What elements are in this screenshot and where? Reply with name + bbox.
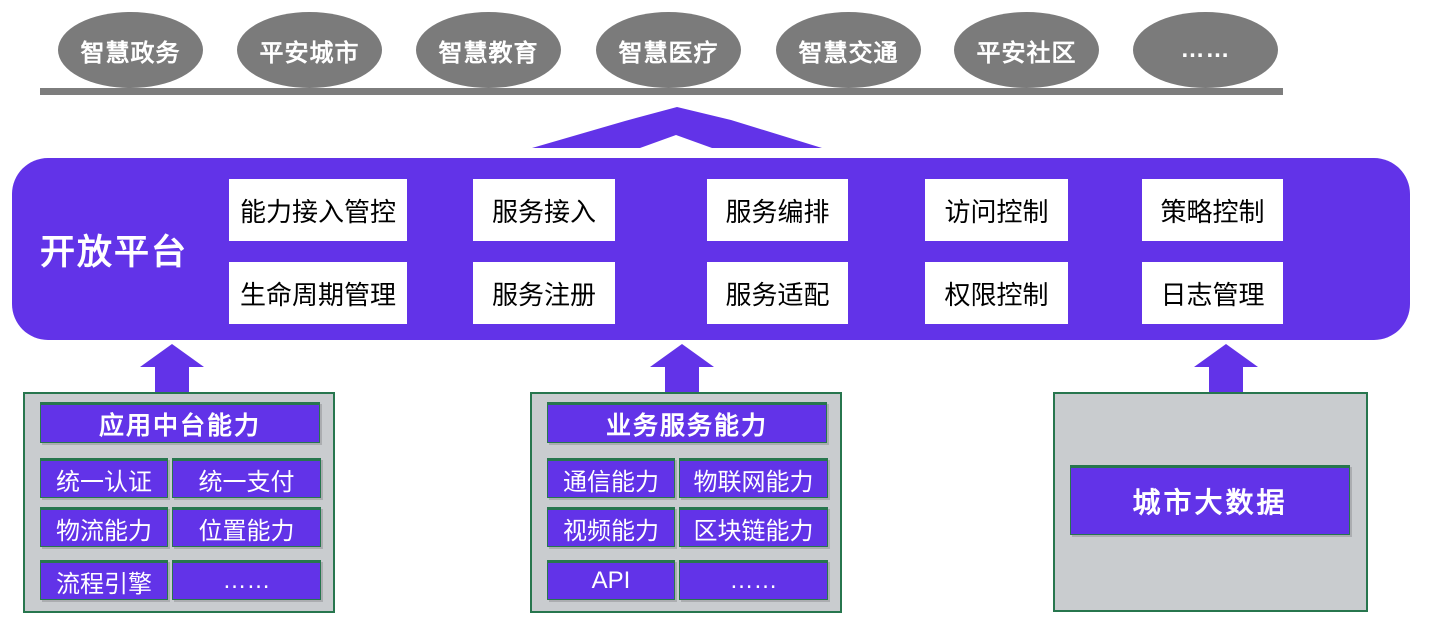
capability-more: …… — [172, 560, 321, 600]
capability-process-engine: 流程引擎 — [40, 560, 168, 600]
capability-more: …… — [679, 560, 828, 600]
scenario-ellipse-smart-government: 智慧政务 — [58, 12, 203, 88]
scenario-ellipse-safe-city: 平安城市 — [237, 12, 382, 88]
scenario-label: 智慧政务 — [80, 39, 181, 67]
capability-unified-auth: 统一认证 — [40, 458, 168, 498]
panel-city-big-data: 城市大数据 — [1053, 392, 1368, 612]
up-arrow-left-icon — [140, 344, 204, 392]
capability-city-big-data: 城市大数据 — [1070, 465, 1350, 535]
open-platform-panel: 开放平台 能力接入管控 服务接入 服务编排 访问控制 策略控制 生命周期管理 服… — [12, 158, 1410, 340]
panel-header: 业务服务能力 — [547, 402, 827, 443]
scenario-label: 智慧交通 — [798, 39, 899, 67]
scenario-baseline — [40, 88, 1283, 95]
capability-communication: 通信能力 — [547, 458, 675, 498]
up-arrow-right-icon — [1194, 344, 1258, 392]
module-capability-access-control: 能力接入管控 — [229, 179, 407, 241]
module-permission-control: 权限控制 — [925, 262, 1068, 324]
module-service-registration: 服务注册 — [473, 262, 615, 324]
platform-title: 开放平台 — [40, 232, 189, 272]
module-service-access: 服务接入 — [473, 179, 615, 241]
panel-business-services: 业务服务能力 通信能力 物联网能力 视频能力 区块链能力 API …… — [530, 392, 842, 613]
scenario-label: 平安城市 — [259, 39, 360, 67]
capability-iot: 物联网能力 — [679, 458, 828, 498]
scenario-ellipse-smart-medical: 智慧医疗 — [596, 12, 741, 88]
scenario-ellipse-smart-education: 智慧教育 — [416, 12, 561, 88]
module-policy-control: 策略控制 — [1142, 179, 1283, 241]
capability-blockchain: 区块链能力 — [679, 507, 828, 547]
capability-location: 位置能力 — [172, 507, 321, 547]
module-access-control: 访问控制 — [925, 179, 1068, 241]
module-lifecycle-management: 生命周期管理 — [229, 262, 407, 324]
module-log-management: 日志管理 — [1142, 262, 1283, 324]
module-service-adaptation: 服务适配 — [707, 262, 848, 324]
scenario-label: 智慧教育 — [438, 39, 539, 67]
panel-header: 应用中台能力 — [40, 402, 320, 443]
scenario-ellipse-smart-traffic: 智慧交通 — [776, 12, 921, 88]
capability-api: API — [547, 560, 675, 600]
capability-unified-payment: 统一支付 — [172, 458, 321, 498]
up-arrow-middle-icon — [650, 344, 714, 392]
capability-logistics: 物流能力 — [40, 507, 168, 547]
capability-video: 视频能力 — [547, 507, 675, 547]
scenario-ellipse-safe-community: 平安社区 — [954, 12, 1099, 88]
scenario-label: 智慧医疗 — [618, 39, 719, 67]
scenario-label: 平安社区 — [976, 39, 1077, 67]
module-service-orchestration: 服务编排 — [707, 179, 848, 241]
up-arrow-large-icon — [532, 107, 822, 148]
scenario-ellipse-more: …… — [1133, 12, 1278, 88]
scenario-label: …… — [1180, 36, 1231, 63]
panel-app-middle-platform: 应用中台能力 统一认证 统一支付 物流能力 位置能力 流程引擎 …… — [23, 392, 335, 613]
